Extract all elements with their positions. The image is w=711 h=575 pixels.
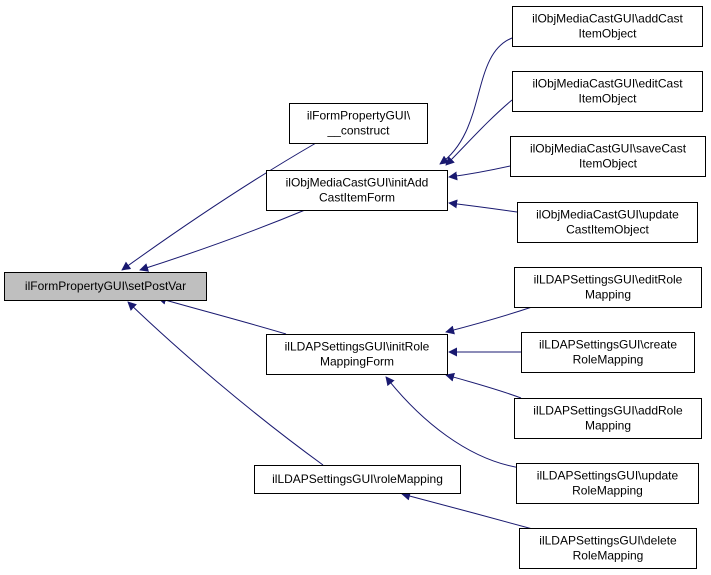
node-box	[514, 267, 702, 308]
node-box	[4, 272, 207, 301]
node-label-line: ilLDAPSettingsGUI\update	[537, 469, 679, 483]
node-label-line: ilLDAPSettingsGUI\editRole	[534, 273, 683, 287]
node-box	[266, 170, 448, 211]
node-box	[517, 202, 698, 243]
node-label-line: ilLDAPSettingsGUI\initRole	[285, 340, 430, 354]
node-box	[514, 398, 702, 439]
edge-updatecastitem-to-initaddcast	[448, 199, 518, 213]
node-box	[519, 528, 697, 569]
node-label-line: ilLDAPSettingsGUI\delete	[539, 534, 677, 548]
node-box	[516, 463, 699, 504]
node-label-line: Mapping	[585, 288, 631, 302]
node-box	[521, 332, 695, 373]
edge-initaddcast-to-setpostvar	[139, 209, 306, 272]
edge-addcastitem-to-initaddcast	[439, 37, 513, 165]
node-label-line: Mapping	[585, 419, 631, 433]
edge-updaterole-to-initrolemap	[385, 376, 522, 469]
node-label-line: __construct	[326, 124, 390, 138]
node-box	[266, 334, 448, 375]
node-setpostvar[interactable]: ilFormPropertyGUI\setPostVar	[4, 272, 207, 301]
node-label-line: ItemObject	[578, 92, 637, 106]
node-box	[512, 71, 703, 112]
edge-initrolemap-to-setpostvar	[157, 295, 287, 335]
nodes-layer: ilFormPropertyGUI\setPostVar ilFormProper…	[4, 6, 706, 569]
node-box	[510, 136, 706, 177]
edges-layer	[121, 37, 541, 532]
node-rolemapping[interactable]: ilLDAPSettingsGUI\roleMapping	[254, 465, 461, 494]
node-label-line: ilFormPropertyGUI\setPostVar	[25, 279, 186, 293]
edge-deleterole-to-rolemapping	[401, 491, 541, 532]
edge-construct-to-setpostvar	[121, 142, 317, 271]
node-label-line: MappingForm	[320, 355, 394, 369]
node-label-line: RoleMapping	[572, 484, 643, 498]
node-label-line: ilObjMediaCastGUI\editCast	[532, 77, 683, 91]
node-label-line: ItemObject	[578, 27, 637, 41]
node-label-line: ilLDAPSettingsGUI\roleMapping	[272, 472, 443, 486]
node-label-line: ilObjMediaCastGUI\initAdd	[286, 176, 429, 190]
node-label-line: ilFormPropertyGUI\	[307, 109, 411, 123]
node-label-line: CastItemObject	[566, 223, 649, 237]
node-label-line: ilObjMediaCastGUI\update	[536, 208, 679, 222]
node-label-line: ItemObject	[579, 157, 638, 171]
edge-rolemapping-to-setpostvar	[127, 301, 324, 466]
node-label-line: ilObjMediaCastGUI\saveCast	[530, 142, 687, 156]
node-box	[512, 6, 703, 47]
node-label-line: RoleMapping	[573, 353, 644, 367]
edge-editcastitem-to-initaddcast	[445, 99, 513, 166]
node-label-line: ilObjMediaCastGUI\addCast	[532, 12, 683, 26]
node-box	[254, 465, 461, 494]
node-label-line: ilLDAPSettingsGUI\addRole	[533, 404, 683, 418]
edge-addrole-to-initrolemap	[445, 372, 522, 399]
node-box	[289, 103, 428, 144]
edge-savecastitem-to-initaddcast	[448, 165, 511, 181]
node-label-line: CastItemForm	[319, 191, 395, 205]
node-label-line: ilLDAPSettingsGUI\create	[539, 338, 677, 352]
node-construct[interactable]: ilFormPropertyGUI\__construct	[289, 103, 428, 144]
edge-editrole-to-initrolemap	[445, 306, 533, 335]
node-label-line: RoleMapping	[573, 549, 644, 563]
